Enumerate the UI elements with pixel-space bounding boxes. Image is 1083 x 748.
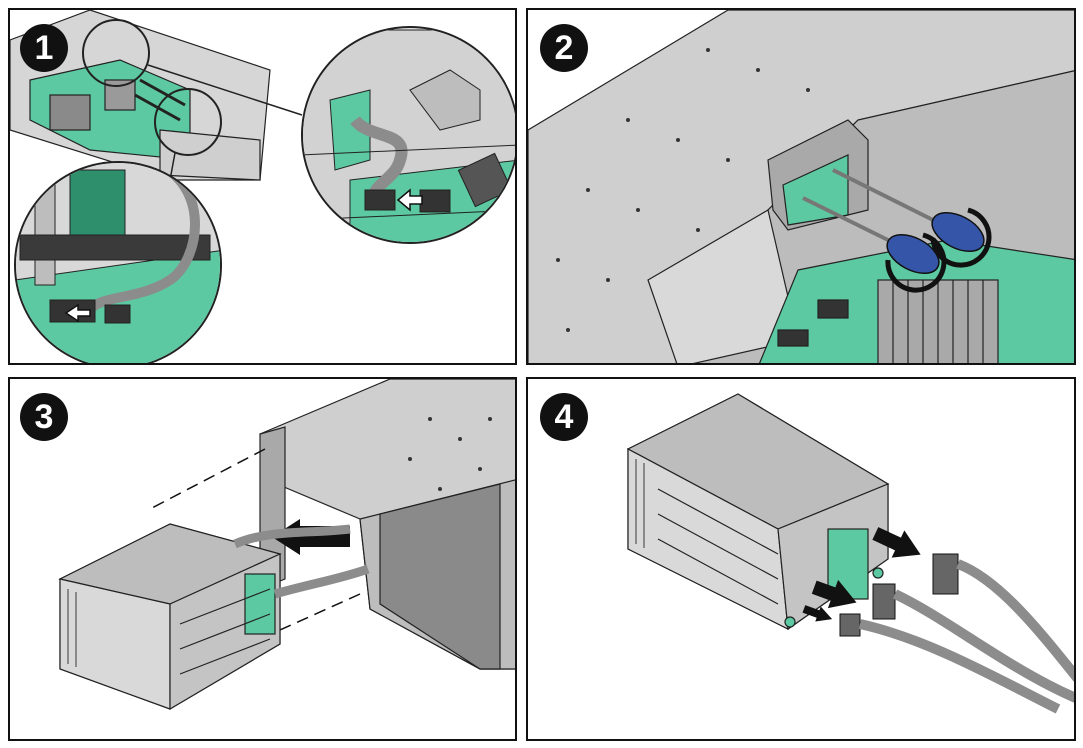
cable-top xyxy=(233,524,351,549)
rotation-arrow-2 xyxy=(930,207,992,268)
server-chassis-overview xyxy=(10,10,271,181)
screwdriver-1 xyxy=(802,196,940,275)
drive-cage xyxy=(626,393,890,631)
rotation-arrow-1 xyxy=(885,232,947,293)
step-3-illustration xyxy=(58,379,515,711)
screwdriver-2 xyxy=(832,168,985,253)
pull-arrow-3 xyxy=(802,605,833,622)
disconnect-arrow-left xyxy=(64,303,91,323)
heatsink xyxy=(877,279,999,363)
step-1-illustration xyxy=(10,10,515,363)
callout-circle-small-2 xyxy=(154,88,222,156)
callout-circle-small-1 xyxy=(82,19,150,87)
zoom-callout-left xyxy=(14,161,222,363)
drive-cage xyxy=(58,523,282,711)
step-4-panel: 4 xyxy=(526,377,1076,741)
step-2-panel: 2 xyxy=(526,8,1076,365)
zoom-callout-right xyxy=(301,26,515,244)
disconnect-arrow-right xyxy=(396,188,423,212)
cable-3 xyxy=(839,613,1061,714)
step-3-panel: 3 xyxy=(8,377,517,741)
cable-2 xyxy=(872,583,1074,703)
pull-arrow-1 xyxy=(872,527,921,558)
cable-1 xyxy=(932,553,1074,683)
step-1-badge: 1 xyxy=(20,24,68,72)
pull-arrow-2 xyxy=(811,579,857,609)
chassis-vent-grille xyxy=(379,483,501,670)
step-4-badge: 4 xyxy=(540,393,588,441)
step-2-badge: 2 xyxy=(540,24,588,72)
guide-lines xyxy=(149,448,361,640)
step-1-panel: 1 xyxy=(8,8,517,365)
step-3-badge: 3 xyxy=(20,393,68,441)
step-2-illustration xyxy=(528,10,1074,363)
cable-bottom xyxy=(273,564,370,599)
step-4-illustration xyxy=(626,393,1074,714)
